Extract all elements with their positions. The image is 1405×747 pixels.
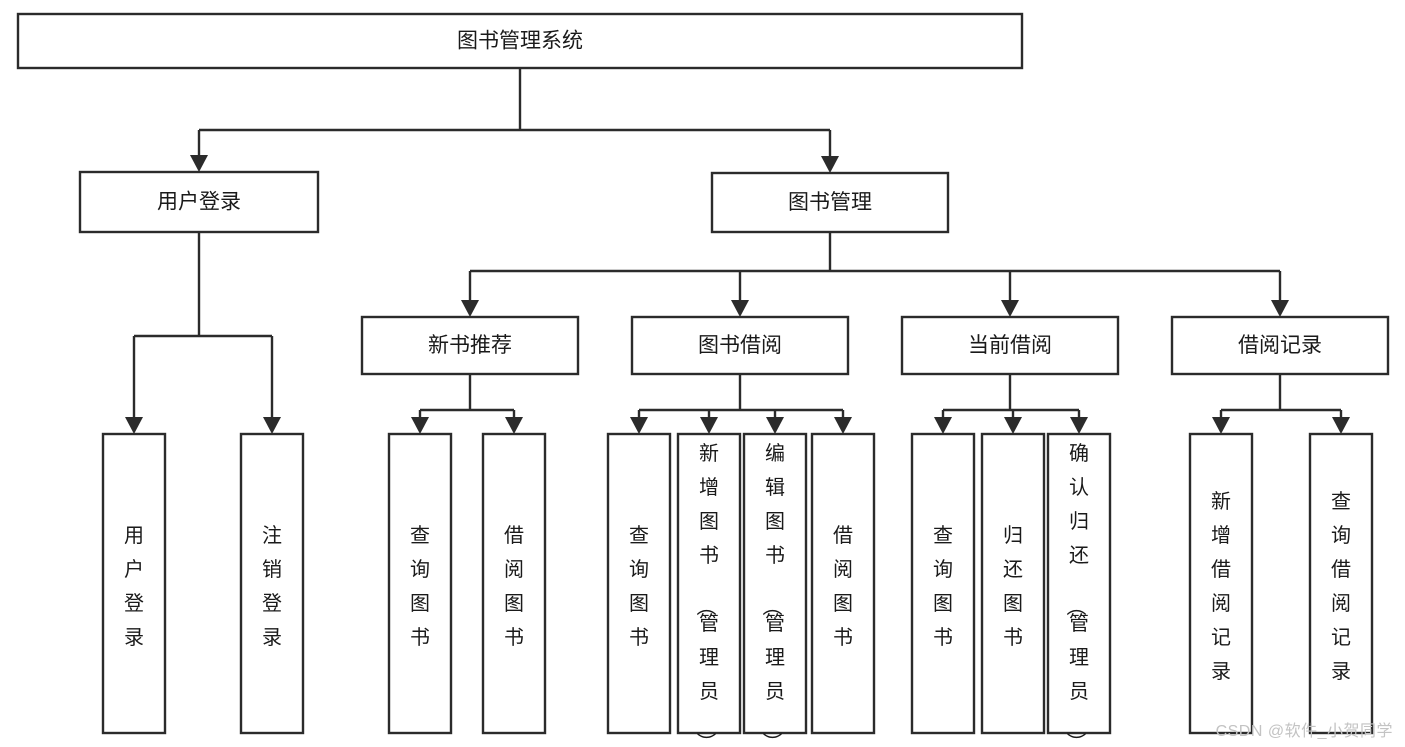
node-box-outline	[387, 432, 453, 735]
node-l2-图书管理[interactable]: 图书管理	[710, 171, 950, 234]
node-l3-图书借阅[interactable]: 图书借阅	[630, 315, 850, 376]
node-leaf-确认归还管理员-10[interactable]: 确认归还（管理员）	[1046, 432, 1112, 747]
node-label: 当前借阅	[968, 334, 1052, 357]
edge-图书借阅-arrow-3	[834, 417, 852, 434]
node-l3-新书推荐[interactable]: 新书推荐	[360, 315, 580, 376]
node-label: 查询图书	[410, 524, 430, 649]
node-box-outline	[16, 12, 1024, 70]
node-leaf-归还图书-9[interactable]: 归还图书	[980, 432, 1046, 735]
node-box-outline	[239, 432, 305, 735]
edge-book-management-arrow-3	[1271, 300, 1289, 317]
node-box-outline	[900, 315, 1120, 376]
node-leaf-编辑图书管理员-6[interactable]: 编辑图书（管理员）	[742, 432, 808, 747]
node-box-outline	[676, 432, 742, 735]
node-label: 新增图书（管理员）	[694, 442, 719, 747]
node-leaf-用户登录-0[interactable]: 用户登录	[101, 432, 167, 735]
node-label: 编辑图书（管理员）	[760, 442, 785, 747]
node-box-outline	[481, 432, 547, 735]
node-box-outline	[630, 315, 850, 376]
node-l3-当前借阅[interactable]: 当前借阅	[900, 315, 1120, 376]
node-label: 图书管理	[788, 191, 872, 214]
edge-新书推荐-arrow-0	[411, 417, 429, 434]
node-label: 借阅记录	[1238, 334, 1322, 357]
node-leaf-查询图书-4[interactable]: 查询图书	[606, 432, 672, 735]
edge-root-arrow-1	[821, 156, 839, 173]
node-box-outline	[78, 170, 320, 234]
node-box-outline	[742, 432, 808, 735]
node-label: 确认归还（管理员）	[1064, 442, 1089, 747]
nodes-layer: 图书管理系统用户登录图书管理新书推荐图书借阅当前借阅借阅记录用户登录注销登录查询…	[16, 12, 1390, 747]
node-leaf-借阅图书-3[interactable]: 借阅图书	[481, 432, 547, 735]
edge-图书借阅-arrow-1	[700, 417, 718, 434]
node-label: 归还图书	[1003, 524, 1023, 649]
node-label: 图书管理系统	[457, 30, 583, 53]
node-leaf-借阅图书-7[interactable]: 借阅图书	[810, 432, 876, 735]
node-label: 查询借阅记录	[1331, 490, 1351, 683]
node-l2-用户登录[interactable]: 用户登录	[78, 170, 320, 234]
node-label: 用户登录	[124, 525, 144, 649]
node-box-outline	[1308, 432, 1374, 735]
node-box-outline	[910, 432, 976, 735]
edge-借阅记录-arrow-1	[1332, 417, 1350, 434]
node-label: 查询图书	[629, 524, 649, 649]
edge-book-management-arrow-2	[1001, 300, 1019, 317]
edge-借阅记录-arrow-0	[1212, 417, 1230, 434]
edge-root-arrow-0	[190, 155, 208, 172]
edge-user-login-arrow-0	[125, 417, 143, 434]
edge-user-login-arrow-1	[263, 417, 281, 434]
node-label: 新增借阅记录	[1211, 490, 1231, 683]
edge-当前借阅-arrow-2	[1070, 417, 1088, 434]
node-label: 用户登录	[157, 191, 241, 214]
node-box-outline	[810, 432, 876, 735]
node-box-outline	[980, 432, 1046, 735]
edge-图书借阅-arrow-2	[766, 417, 784, 434]
node-label: 查询图书	[933, 524, 953, 649]
node-label: 注销登录	[262, 524, 282, 649]
node-box-outline	[1170, 315, 1390, 376]
node-box-outline	[1188, 432, 1254, 735]
node-label: 图书借阅	[698, 334, 782, 357]
node-leaf-查询图书-2[interactable]: 查询图书	[387, 432, 453, 735]
node-leaf-查询图书-8[interactable]: 查询图书	[910, 432, 976, 735]
node-label: 新书推荐	[428, 334, 512, 357]
node-leaf-注销登录-1[interactable]: 注销登录	[239, 432, 305, 735]
node-leaf-查询借阅记录-12[interactable]: 查询借阅记录	[1308, 432, 1374, 735]
node-box-outline	[606, 432, 672, 735]
node-box-outline	[101, 432, 167, 735]
edge-当前借阅-arrow-1	[1004, 417, 1022, 434]
edge-book-management-arrow-1	[731, 300, 749, 317]
edge-图书借阅-arrow-0	[630, 417, 648, 434]
node-label: 借阅图书	[504, 524, 524, 649]
watermark-label: CSDN @软件_小贺同学	[1215, 723, 1393, 740]
connectors-layer	[125, 68, 1350, 434]
node-root-图书管理系统[interactable]: 图书管理系统	[16, 12, 1024, 70]
node-leaf-新增图书管理员-5[interactable]: 新增图书（管理员）	[676, 432, 742, 747]
node-box-outline	[710, 171, 950, 234]
edge-book-management-arrow-0	[461, 300, 479, 317]
node-l3-借阅记录[interactable]: 借阅记录	[1170, 315, 1390, 376]
edge-新书推荐-arrow-1	[505, 417, 523, 434]
edge-当前借阅-arrow-0	[934, 417, 952, 434]
node-box-outline	[1046, 432, 1112, 735]
node-label: 借阅图书	[833, 524, 853, 649]
node-leaf-新增借阅记录-11[interactable]: 新增借阅记录	[1188, 432, 1254, 735]
node-box-outline	[360, 315, 580, 376]
